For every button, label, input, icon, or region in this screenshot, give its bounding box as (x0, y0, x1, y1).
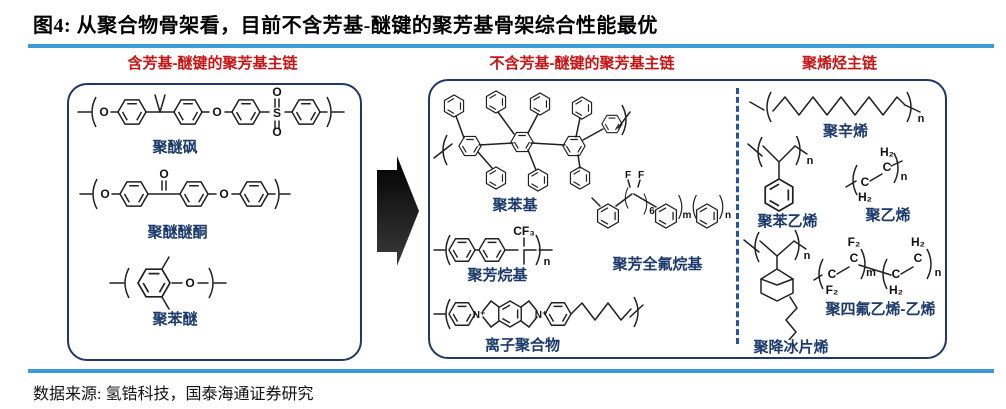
bonds (433, 296, 644, 330)
section-separator-dashed (736, 88, 739, 344)
bonds (747, 136, 808, 212)
atom-o: O (219, 187, 228, 201)
source-note: 数据来源: 氢锆科技，国泰海通证券研究 (33, 386, 314, 403)
bonds (845, 152, 903, 196)
subscript-6: 6 (649, 206, 655, 217)
bonds (433, 234, 553, 266)
bonds (79, 178, 291, 210)
structure-label-polyphenylene: 聚苯基 (492, 197, 538, 214)
group-h2: H₂ (858, 190, 872, 204)
group-h2: H₂ (911, 235, 925, 249)
subscript-n: n (544, 256, 551, 268)
structure-polyphenylene-ether-drawing: O (109, 256, 227, 310)
group-f2: F₂ (848, 235, 861, 249)
atom-o: O (185, 276, 194, 290)
structure-polyethersulfone-drawing: O O S O O (77, 86, 345, 138)
atom-o: O (272, 86, 281, 99)
subscript-n: n (804, 250, 811, 262)
atom-c: C (861, 175, 870, 189)
atom-n-plus: N⁺ (473, 310, 486, 321)
right-panel (428, 79, 947, 359)
atom-o: O (212, 105, 221, 119)
atom-c: C (828, 267, 837, 281)
right-arrow-icon (377, 156, 419, 266)
subscript-n: n (807, 155, 814, 167)
atom-c: C (914, 251, 923, 265)
structure-polyetheretherketone-drawing: O O O (79, 168, 291, 210)
subscript-n: n (725, 210, 731, 221)
structure-label-polyoctene: 聚辛烯 (822, 123, 868, 140)
structure-label-etfe: 聚四氟乙烯-乙烯 (825, 301, 936, 318)
bonds (109, 256, 227, 310)
atom-s: S (273, 106, 281, 120)
structure-polyaryl-perfluoroalkyl-drawing: F F 6 m n (591, 170, 731, 229)
atom-c: C (883, 160, 892, 174)
atom-o: O (100, 187, 109, 201)
structure-label-polyphenylene-ether: 聚苯醚 (152, 311, 198, 328)
group-h2: H₂ (889, 283, 903, 297)
structure-polystyrene-drawing: n (747, 136, 814, 212)
section-header-polyolefin: 聚烯烃主链 (801, 55, 877, 72)
atom-o: O (272, 125, 281, 138)
bonds (813, 248, 932, 290)
group-cf3: CF₃ (513, 224, 535, 238)
structure-label-polyethylene: 聚乙烯 (865, 207, 911, 224)
section-header-with-ether: 含芳基-醚键的聚芳基主链 (127, 55, 298, 72)
bonds (433, 90, 631, 192)
structure-polyoctene-drawing: n (749, 91, 925, 125)
atom-c: C (892, 267, 901, 281)
structure-label-ionic-polymer: 离子聚合物 (484, 337, 560, 354)
section-header-without-ether: 不含芳基-醚键的聚芳基主链 (489, 55, 675, 72)
subscript-n: n (901, 171, 908, 183)
atom-f: F (638, 170, 644, 181)
structure-label-polynorbornene: 聚降冰片烯 (753, 339, 829, 356)
structure-polynorbornene-drawing: n (743, 229, 811, 340)
structure-label-polystyrene: 聚苯乙烯 (757, 213, 818, 230)
structure-polyarylalkyl-drawing: CF₃ n (433, 224, 553, 268)
bonds (591, 179, 724, 229)
group-h2: H₂ (880, 145, 894, 159)
structure-polyethylene-drawing: H₂ C C H₂ n (845, 145, 908, 204)
bonds (749, 91, 921, 123)
structure-label-polyetheretherketone: 聚醚醚酮 (147, 224, 208, 241)
atom-o: O (159, 168, 168, 181)
figure-title: 图4: 从聚合物骨架看，目前不含芳基-醚键的聚芳基骨架综合性能最优 (33, 15, 658, 37)
structure-polyphenylene-drawing (433, 90, 631, 192)
atom-c: C (850, 251, 859, 265)
structure-label-polyaryl-perfluoroalkyl: 聚芳全氟烷基 (612, 256, 703, 273)
structure-label-polyethersulfone: 聚醚砜 (152, 139, 198, 156)
structure-etfe-drawing: F₂ C C F₂ m H₂ C C H₂ n (813, 235, 942, 297)
atom-o: O (99, 105, 108, 119)
group-f2: F₂ (826, 283, 839, 297)
atom-n-plus: N⁺ (535, 310, 548, 321)
bonds (743, 229, 807, 340)
top-divider-rule (28, 44, 994, 48)
subscript-n: n (935, 267, 942, 279)
left-panel (67, 83, 362, 361)
structure-ionic-polymer-drawing: N⁺ N⁺ (433, 296, 644, 330)
structure-label-polyarylalkyl: 聚芳烷基 (467, 267, 528, 284)
bonds (77, 94, 345, 130)
subscript-m: m (683, 210, 692, 221)
atom-f: F (625, 170, 631, 181)
bottom-divider-rule (28, 369, 994, 373)
subscript-m: m (866, 267, 876, 279)
subscript-n: n (918, 113, 925, 125)
